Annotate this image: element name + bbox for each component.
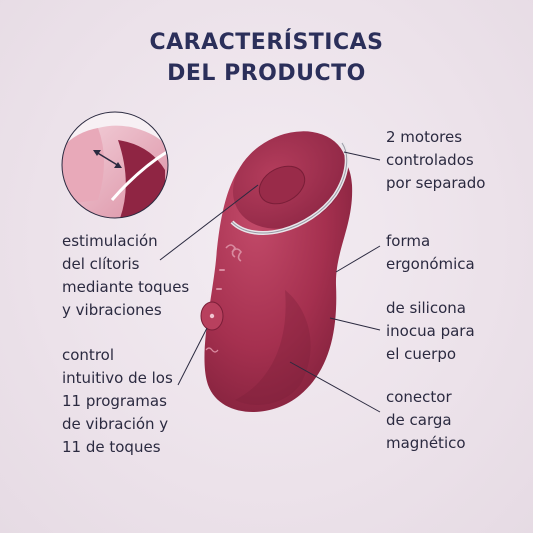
callout-line-stimulation [159,184,259,261]
feature-shape-line-1: forma [386,232,431,250]
feature-motors-line-3: por separado [386,174,486,192]
feature-stimulation-line-3: mediante toques [62,278,190,296]
product-body [204,131,353,412]
brand-logo-icon [225,244,242,262]
callout-line-motors [343,151,381,161]
control-button-icon [200,269,225,353]
feature-stimulation-line-1: estimulación [62,232,158,250]
callout-lines [159,151,381,413]
callout-line-silicone [329,317,381,331]
feature-control-line-4: de vibración y [62,415,169,433]
feature-silicone-line-2: inocua para [386,322,475,340]
feature-connector-line-1: conector [386,388,452,406]
feature-stimulation-line-4: y vibraciones [62,301,162,319]
page-title-line-2: DEL PRODUCTO [167,61,366,86]
feature-control-line-5: 11 de toques [62,438,161,456]
feature-motors: 2 motores controlados por separado [386,126,485,195]
feature-control: control intuitivo de los 11 programas de… [62,344,173,459]
feature-stimulation: estimulación del clítoris mediante toque… [62,230,189,322]
feature-motors-line-2: controlados [386,151,474,169]
feature-connector-line-2: de carga [386,411,452,429]
feature-silicone: de silicona inocua para el cuerpo [386,297,475,366]
callout-line-connector [289,361,381,413]
feature-stimulation-line-2: del clítoris [62,255,140,273]
feature-connector-line-3: magnético [386,434,466,452]
feature-shape-line-2: ergonómica [386,255,475,273]
feature-control-line-1: control [62,346,114,364]
feature-connector: conector de carga magnético [386,386,466,455]
page-title-line-1: CARACTERÍSTICAS [149,30,384,55]
feature-control-line-3: 11 programas [62,392,167,410]
callout-line-shape [335,245,381,273]
callout-line-control [177,327,208,386]
feature-silicone-line-3: el cuerpo [386,345,457,363]
zoom-detail-icon [61,111,169,219]
feature-control-line-2: intuitivo de los [62,369,173,387]
feature-silicone-line-1: de silicona [386,299,466,317]
feature-motors-line-1: 2 motores [386,128,463,146]
feature-shape: forma ergonómica [386,230,475,276]
